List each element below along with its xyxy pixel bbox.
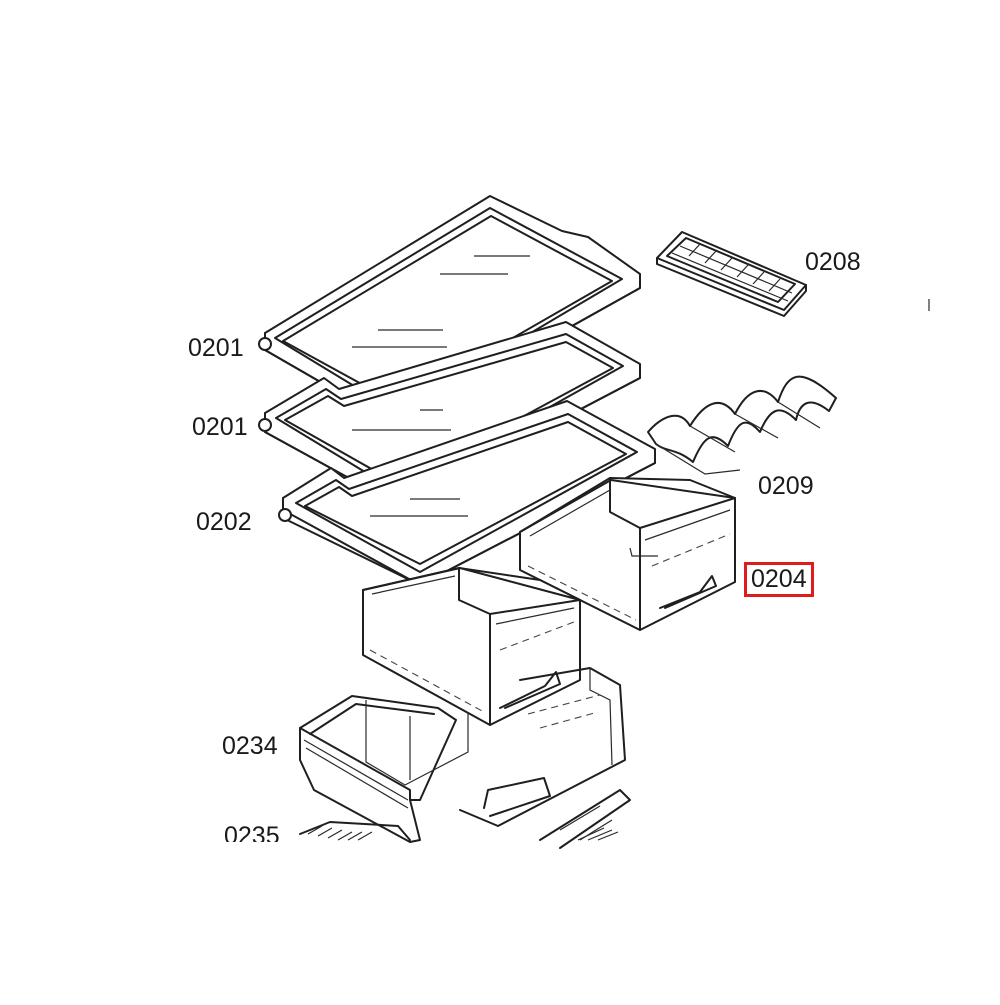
part-label-0208: 0208 bbox=[805, 248, 861, 276]
part-label-0201-top: 0201 bbox=[188, 334, 244, 362]
grille-0235 bbox=[299, 821, 619, 841]
drawer-0204 bbox=[519, 477, 736, 631]
shelf-0201-top bbox=[258, 195, 641, 426]
part-label-0204-highlighted: 0204 bbox=[744, 562, 814, 597]
part-label-0234: 0234 bbox=[222, 732, 278, 760]
part-label-0202: 0202 bbox=[196, 508, 252, 536]
part-label-0209: 0209 bbox=[758, 472, 814, 500]
drawer-0234 bbox=[299, 695, 469, 843]
drawer-center bbox=[362, 567, 581, 726]
bottle-holder-0209 bbox=[647, 375, 837, 475]
ice-tray-0208 bbox=[656, 231, 807, 317]
part-label-0235: 0235 bbox=[224, 824, 280, 842]
crisper-housing bbox=[459, 667, 631, 849]
part-label-0201-middle: 0201 bbox=[192, 413, 248, 441]
